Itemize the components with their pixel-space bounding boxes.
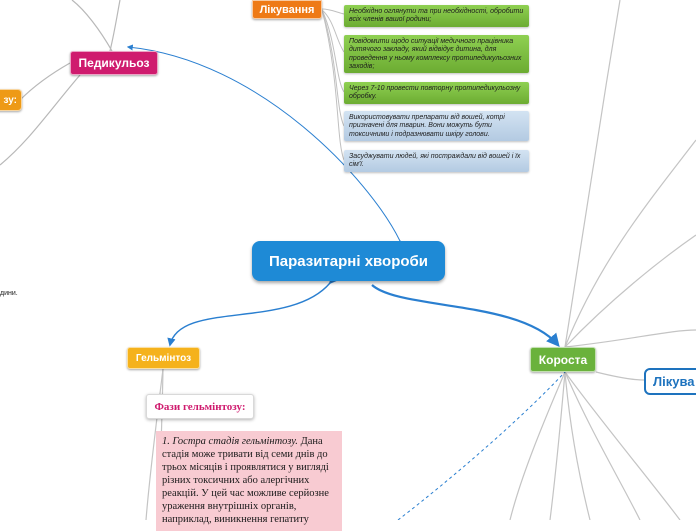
topic-gelmintoz[interactable]: Гельмінтоз xyxy=(127,347,200,369)
note-body: Дана стадія може тривати від семи днів д… xyxy=(162,436,329,525)
gray-branches-right xyxy=(509,0,696,520)
card-text: Повідомити щодо ситуації медичного праці… xyxy=(349,38,522,71)
topic-phases-label: Фази гельмінтозу: xyxy=(154,400,246,413)
card-green-3[interactable]: Через 7-10 провести повторну протипедику… xyxy=(344,82,529,104)
topic-korosta[interactable]: Короста xyxy=(530,347,596,372)
gray-branches-top-left xyxy=(0,0,121,166)
topic-left-partial[interactable]: зу: xyxy=(0,89,22,111)
topic-korosta-label: Короста xyxy=(538,352,588,367)
card-blue-1[interactable]: Використовувати препарати від вошей, кот… xyxy=(344,111,529,141)
card-text: Через 7-10 провести повторну протипедику… xyxy=(349,85,521,101)
card-text: Необхідно оглянути та при необхідності, … xyxy=(349,8,524,24)
note-acute-stage[interactable]: 1. Гостра стадія гельмінтозу. Дана стаді… xyxy=(156,431,342,531)
topic-likuvannia-right[interactable]: Лікува xyxy=(644,368,696,395)
connector-lines xyxy=(0,0,696,520)
central-topic-label: Паразитарні хвороби xyxy=(268,252,429,270)
blue-arrows xyxy=(126,44,560,348)
topic-gelmintoz-label: Гельмінтоз xyxy=(135,352,192,364)
left-fragment-label: дини. xyxy=(0,290,18,297)
topic-likuvannia-top-label: Лікування xyxy=(259,3,315,16)
card-text: Засуджувати людей, які постраждали від в… xyxy=(349,153,521,169)
topic-left-partial-label: зу: xyxy=(3,94,17,106)
topic-phases[interactable]: Фази гельмінтозу: xyxy=(146,394,254,419)
dashed-link xyxy=(397,371,566,520)
card-green-1[interactable]: Необхідно оглянути та при необхідності, … xyxy=(344,5,529,27)
note-lead: 1. Гостра стадія гельмінтозу. xyxy=(162,436,298,447)
card-green-2[interactable]: Повідомити щодо ситуації медичного праці… xyxy=(344,35,529,73)
left-fragment-text: дини. xyxy=(0,290,40,297)
card-blue-2[interactable]: Засуджувати людей, які постраждали від в… xyxy=(344,150,529,172)
card-text: Використовувати препарати від вошей, кот… xyxy=(349,114,505,138)
topic-pedykuloz-label: Педикульоз xyxy=(78,56,150,70)
topic-likuvannia-top[interactable]: Лікування xyxy=(252,0,322,19)
gray-branches-cards xyxy=(321,8,345,161)
topic-likuvannia-right-label: Лікува xyxy=(653,374,695,389)
central-topic[interactable]: Паразитарні хвороби xyxy=(252,241,445,281)
topic-pedykuloz[interactable]: Педикульоз xyxy=(70,51,158,75)
